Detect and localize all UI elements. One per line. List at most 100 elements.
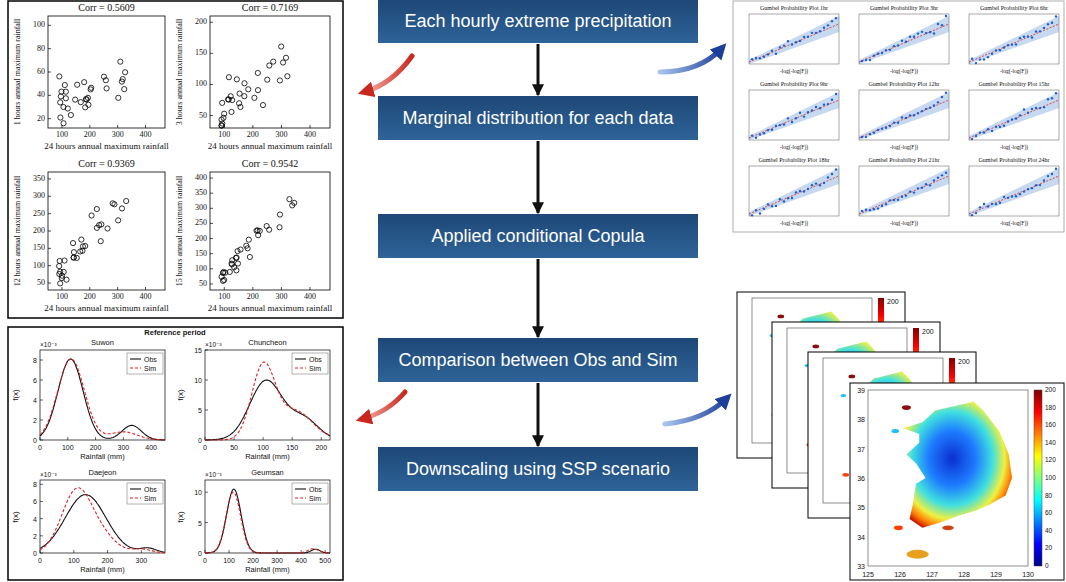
data-point [771,205,773,207]
data-point [1023,108,1025,110]
data-point [255,88,260,93]
tick-label: 200 [33,227,45,235]
tick-label: 400 [195,174,207,182]
plot-mark [210,283,213,284]
data-point [929,31,931,33]
plot-mark [310,125,311,128]
longitude-label: 129 [990,571,1002,578]
data-point [905,194,907,196]
legend-sample [130,488,141,489]
legend-text: Obs [309,356,322,363]
data-point [1003,46,1005,48]
data-point [234,77,239,82]
data-point [1051,97,1053,99]
data-point [807,111,809,113]
tick-label: 100 [62,444,74,451]
colorbar-label: 200 [887,298,899,305]
data-point [945,15,947,17]
tick-label: 300 [136,557,148,564]
data-point [103,78,108,83]
data-point [881,205,883,207]
data-point [885,127,887,129]
plot-mark [89,125,90,128]
process-box: Comparison between Obs and Sim [378,338,698,382]
plot-mark [48,95,51,96]
data-point [819,184,821,186]
tick-label: 300 [271,557,283,564]
axis-scale: ×10⁻³ [205,472,222,479]
longitude-label: 125 [862,571,874,578]
plot-axes [205,480,330,553]
data-point [244,243,249,248]
data-point [277,225,282,230]
data-point [292,200,297,205]
data-point [221,269,226,274]
axis-title: f(x) [12,511,20,523]
plot-title: Gumbel Probability Plot 9hr [760,81,828,87]
colorbar-label: 200 [922,328,934,335]
tick-label: 0 [203,557,207,564]
data-point [803,190,805,192]
tick-label: 200 [102,557,114,564]
plot-mark [40,437,41,440]
data-point [831,99,833,101]
latitude-label: 38 [857,416,865,423]
process-box: Marginal distribution for each data [378,96,698,140]
data-point [861,60,863,62]
plot-mark [117,125,118,128]
plot-mark [48,178,51,179]
data-point [229,109,234,114]
axis-title: -log(-log(F)) [890,221,918,227]
step-text: Comparison between Obs and Sim [398,350,677,371]
confidence-band [969,16,1059,64]
data-point [271,59,276,64]
plot-mark [67,437,68,440]
legend-text: Sim [309,495,321,502]
plot-mark [48,248,51,249]
data-point [913,191,915,193]
longitude-label: 128 [958,571,970,578]
fit-line [859,24,949,62]
confidence-band [859,168,949,216]
data-point [873,208,875,210]
data-point [755,137,757,139]
data-point [63,96,68,101]
tick-label: 5 [198,519,202,526]
latitude-label: 33 [857,562,865,569]
data-point [122,87,127,92]
panel-title: Reference period [144,329,205,337]
data-point [220,270,225,275]
legend-text: Sim [144,365,156,372]
plot-mark [205,410,208,411]
data-point [1051,22,1053,24]
tick-label: 0 [38,557,42,564]
plot-mark [48,231,51,232]
data-point [869,133,871,135]
data-point [1039,107,1041,109]
tick-label: 150 [33,244,45,252]
plot-mark [40,360,43,361]
data-point [246,87,251,92]
confidence-band [969,168,1059,216]
data-point [1003,125,1005,127]
plot-axes [969,90,1059,140]
plot-axes [749,14,839,64]
data-point [783,200,785,202]
data-point [1011,195,1013,197]
flow-arrow [537,383,540,446]
data-point [937,101,939,103]
data-point [873,54,875,56]
axis-scale: ×10⁻³ [40,342,57,349]
plot-title: Gumbel Probability Plot 6hr [980,5,1048,11]
tick-label: 200 [90,444,102,451]
tick-label: 350 [195,189,207,197]
plot-mark [40,518,43,519]
data-point [1043,179,1045,181]
plot-axes [859,14,949,64]
plot-title: Gumbel Probability Plot 24hr [978,157,1049,163]
data-point [787,117,789,119]
data-point [893,121,895,123]
plot-mark [210,178,213,179]
data-point [232,265,237,270]
data-point [1047,98,1049,100]
